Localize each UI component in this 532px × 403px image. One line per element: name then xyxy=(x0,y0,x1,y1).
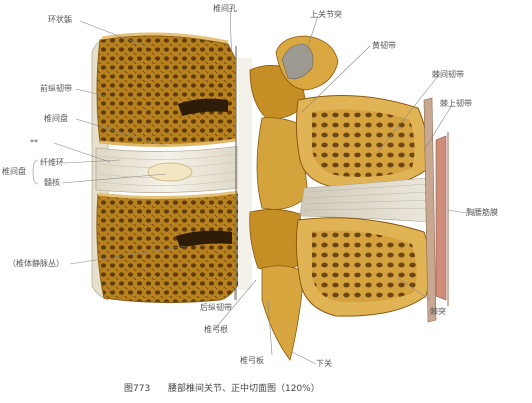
label-disc-group: 椎间盘 xyxy=(2,167,26,176)
lower-spinous-trabecular xyxy=(312,230,417,303)
interspinous-fibre-lines xyxy=(303,183,431,211)
leader-lines xyxy=(32,9,467,365)
lower-pedicle xyxy=(249,209,305,272)
label-supraspinous-ligament: 棘上韧带 xyxy=(440,99,472,108)
spinal-canal-band xyxy=(238,58,252,290)
label-lamina: 椎弓板 xyxy=(240,356,264,365)
inferior-articular-process xyxy=(261,265,305,361)
label-ligamentum-flavum: 黄韧带 xyxy=(372,41,396,50)
label-inferior-articular: 下关 xyxy=(316,359,332,368)
label-vertebral-foramen: 椎间孔 xyxy=(213,4,237,13)
upper-endplate xyxy=(101,32,229,44)
vertebral-arch-neck xyxy=(256,117,309,210)
lower-endplate xyxy=(97,190,241,200)
label-pedicle: 椎弓根 xyxy=(204,325,228,334)
lower-vertebral-body xyxy=(96,191,241,304)
basivertebral-canal-lower xyxy=(176,230,232,248)
label-posterior-longitudinal-ligament: 后纵韧带 xyxy=(200,303,232,312)
label-anterior-longitudinal-ligament: 前纵韧带 xyxy=(40,84,72,93)
figure-title: 腰部椎间关节、正中切面图（120%） xyxy=(168,384,320,394)
label-interspinous-ligament: 棘间韧带 xyxy=(432,70,464,79)
basivertebral-canal-upper xyxy=(178,98,228,116)
articular-facet-surface xyxy=(281,43,314,80)
nucleus-pulposus xyxy=(147,162,193,182)
label-superior-articular-process: 上关节突 xyxy=(310,10,342,19)
upper-body-cortex xyxy=(99,138,237,148)
label-double-star: ** xyxy=(30,138,38,147)
label-nucleus-pulposus: 髓核 xyxy=(44,178,60,187)
label-spinous-process: 棘突 xyxy=(430,307,446,316)
label-annulus-epiphysis: 环状骺 xyxy=(48,15,72,24)
upper-vertebral-body xyxy=(96,35,237,147)
label-thoracolumbar-fascia: 胸腰筋膜 xyxy=(466,208,498,217)
interspinous-ligament xyxy=(299,177,433,223)
upper-spinous-trabecular xyxy=(312,109,415,177)
label-fibrous-ring: 纤维环 xyxy=(40,158,64,167)
thoracolumbar-fascia xyxy=(435,135,447,301)
supraspinous-ligament xyxy=(423,97,437,323)
label-intervertebral-disc-upper: 椎间盘 xyxy=(44,114,68,123)
figure-number: 图773 xyxy=(124,384,151,394)
label-basivertebral-vein: （椎体静脉丛） xyxy=(8,259,64,268)
